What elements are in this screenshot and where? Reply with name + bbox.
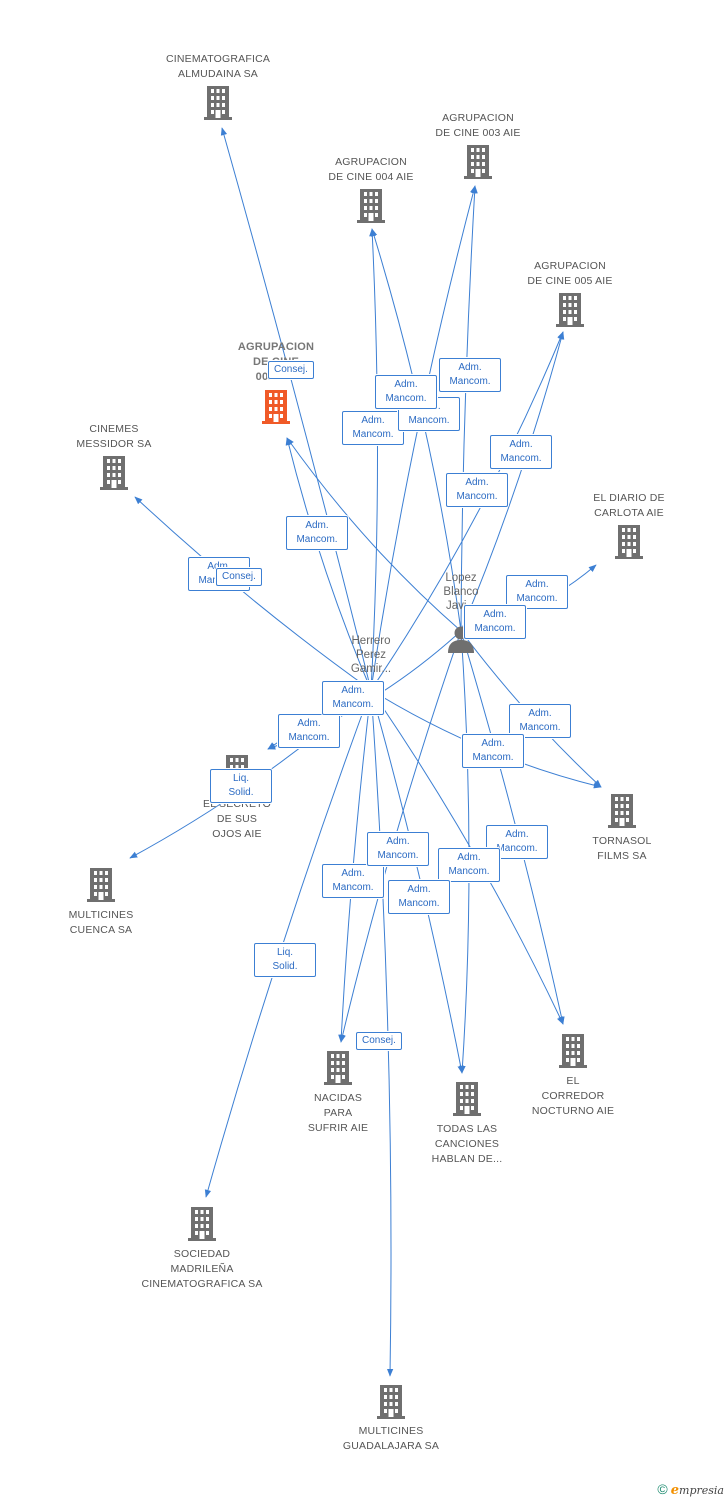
company-building-icon[interactable] [204, 86, 232, 120]
company-label[interactable]: MULTICINES GUADALAJARA SA [342, 1425, 440, 1452]
relation-badge[interactable]: Adm. Mancom. [462, 734, 524, 768]
brand-name: mpresia [679, 1484, 724, 1497]
company-building-icon[interactable] [262, 390, 290, 424]
relation-edge [285, 437, 372, 691]
relation-badge[interactable]: Adm. Mancom. [286, 516, 348, 550]
company-label[interactable]: MULTICINES CUENCA SA [68, 909, 134, 936]
relation-badge[interactable]: Adm. Mancom. [342, 411, 404, 445]
relation-edge [370, 185, 477, 691]
company-building-icon[interactable] [100, 456, 128, 490]
brand-footer[interactable]: ©empresia [657, 1481, 724, 1498]
relation-badge[interactable]: Adm. Mancom. [439, 358, 501, 392]
relation-edge [220, 127, 372, 691]
company-label[interactable]: EL DIARIO DE CARLOTA AIE [593, 492, 665, 519]
brand-logo-e: e [670, 1483, 680, 1498]
company-label[interactable]: TORNASOL FILMS SA [592, 835, 652, 862]
relation-badge[interactable]: Adm. Mancom. [464, 605, 526, 639]
company-building-icon[interactable] [559, 1034, 587, 1068]
relation-badge[interactable]: Adm. Mancom. [322, 681, 384, 715]
relation-badge[interactable]: Adm. Mancom. [509, 704, 571, 738]
relation-edge [286, 437, 462, 632]
relation-badge[interactable]: Adm. Mancom. [375, 375, 437, 409]
company-building-icon[interactable] [377, 1385, 405, 1419]
company-building-icon[interactable] [324, 1051, 352, 1085]
relation-edge [460, 185, 478, 632]
copyright-icon: © [657, 1481, 668, 1497]
company-building-icon[interactable] [464, 145, 492, 179]
relation-badge[interactable]: Adm. Mancom. [367, 832, 429, 866]
person-label[interactable]: Herrero Perez Gamir... [350, 635, 392, 675]
company-building-icon[interactable] [615, 525, 643, 559]
company-label[interactable]: AGRUPACION DE CINE 004 AIE [328, 156, 414, 183]
company-building-icon[interactable] [188, 1207, 216, 1241]
relation-badge[interactable]: Consej. [268, 361, 314, 379]
edge-layer [129, 127, 602, 1377]
relation-badge[interactable]: Liq. Solid. [210, 769, 272, 803]
relation-edge [460, 331, 565, 632]
relation-badge[interactable]: Liq. Solid. [254, 943, 316, 977]
relation-badge[interactable]: Adm. Mancom. [322, 864, 384, 898]
company-building-icon[interactable] [357, 189, 385, 223]
company-label[interactable]: NACIDAS PARA SUFRIR AIE [307, 1092, 369, 1134]
relation-badge[interactable]: Adm. Mancom. [438, 848, 500, 882]
company-label[interactable]: EL CORREDOR NOCTURNO AIE [531, 1075, 615, 1117]
relation-badge[interactable]: Adm. Mancom. [278, 714, 340, 748]
relation-badge[interactable]: Adm. Mancom. [446, 473, 508, 507]
company-building-icon[interactable] [608, 794, 636, 828]
company-label[interactable]: CINEMATOGRAFICA ALMUDAINA SA [165, 53, 271, 80]
company-label[interactable]: AGRUPACION DE CINE 005 AIE [527, 260, 613, 287]
relation-badge[interactable]: Adm. Mancom. [490, 435, 552, 469]
relation-badge[interactable]: Adm. Mancom. [388, 880, 450, 914]
company-label[interactable]: TODAS LAS CANCIONES HABLAN DE... [431, 1123, 503, 1165]
company-building-icon[interactable] [453, 1082, 481, 1116]
relation-edge [369, 228, 378, 691]
company-label[interactable]: EL SECRETO DE SUS OJOS AIE [203, 798, 271, 840]
relation-badge[interactable]: Consej. [216, 568, 262, 586]
company-building-icon[interactable] [87, 868, 115, 902]
company-building-icon[interactable] [556, 293, 584, 327]
company-label[interactable]: SOCIEDAD MADRILEÑA CINEMATOGRAFICA SA [141, 1248, 263, 1290]
company-label[interactable]: CINEMES MESSIDOR SA [76, 423, 152, 450]
company-label[interactable]: AGRUPACION DE CINE 003 AIE [435, 112, 521, 139]
relation-edge [370, 331, 564, 691]
relation-badge[interactable]: Adm. Mancom. [486, 825, 548, 859]
relation-badge[interactable]: Adm. Mancom. [506, 575, 568, 609]
relation-edge [134, 496, 372, 691]
relation-badge[interactable]: Consej. [356, 1032, 402, 1050]
